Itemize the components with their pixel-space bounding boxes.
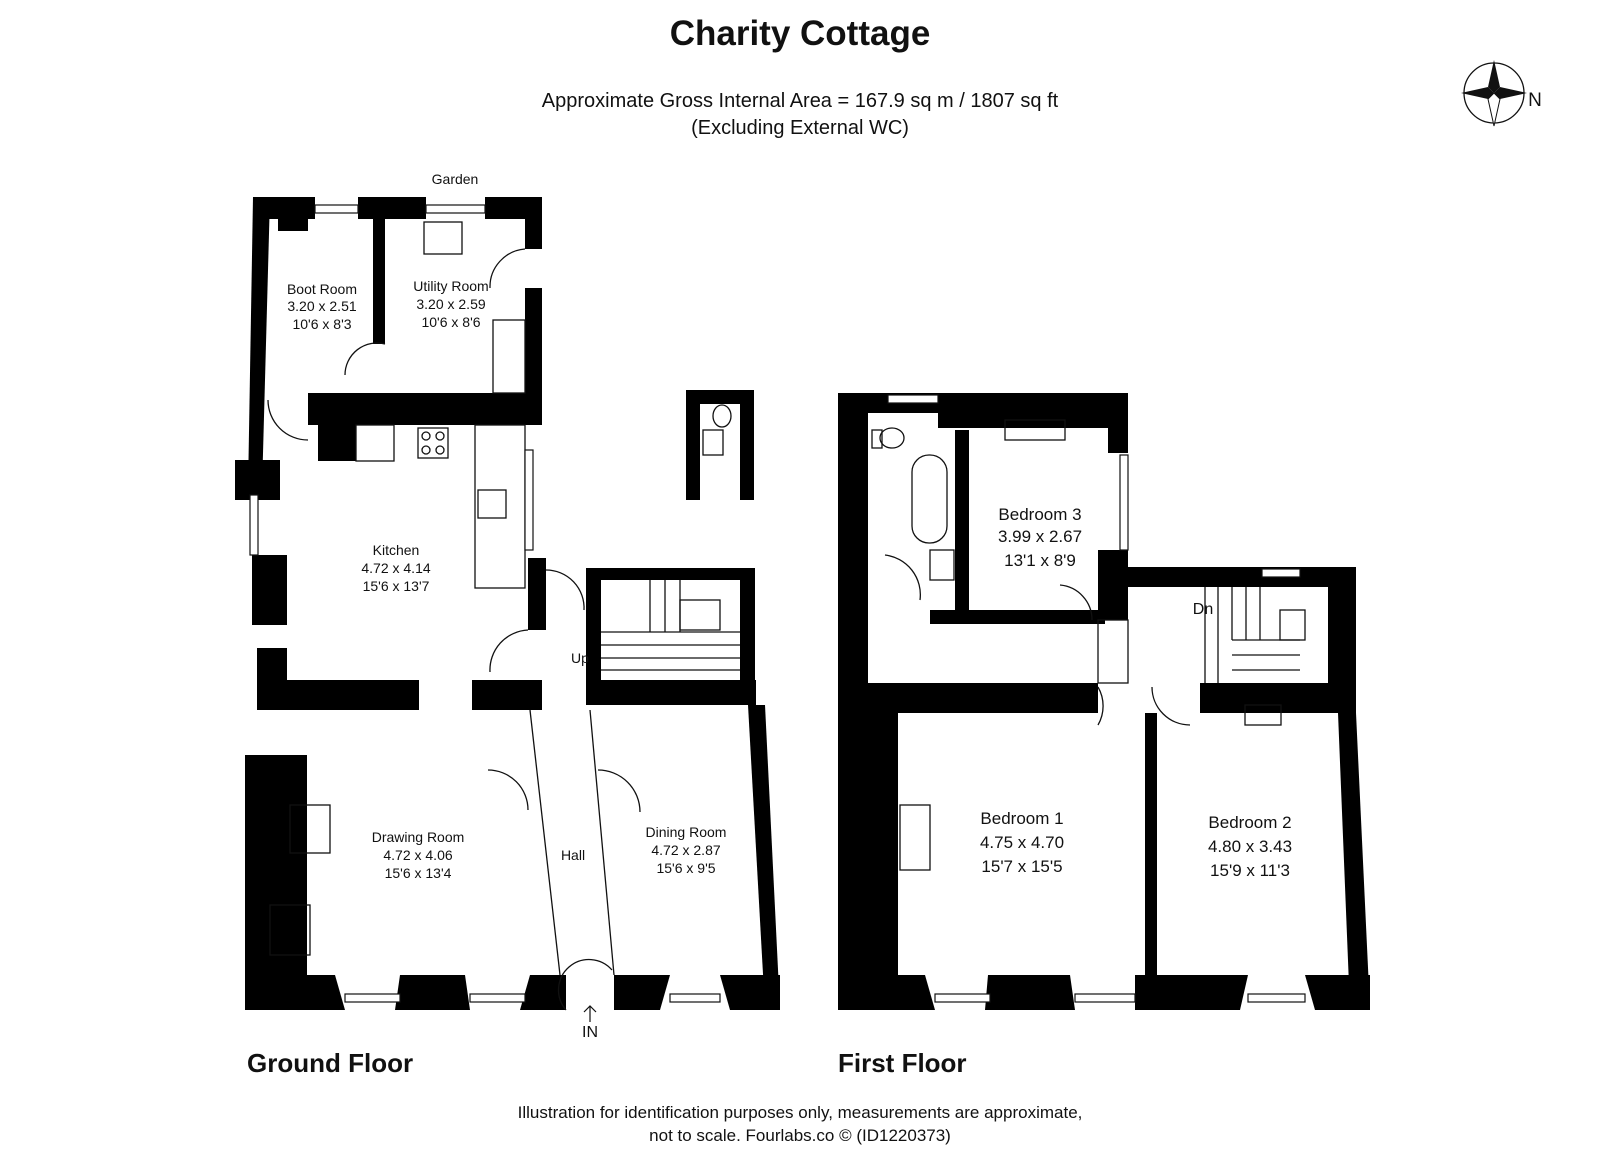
room-metric: 4.80 x 3.43 bbox=[1208, 837, 1292, 856]
room-name: Drawing Room bbox=[372, 829, 465, 845]
room-metric: 4.72 x 4.14 bbox=[361, 560, 430, 576]
room-imperial: 15'6 x 13'4 bbox=[385, 865, 452, 881]
room-name: Bedroom 1 bbox=[980, 809, 1063, 828]
disclaimer-line-2: not to scale. Fourlabs.co © (ID1220373) bbox=[649, 1126, 951, 1145]
first-floor-label: First Floor bbox=[838, 1048, 967, 1078]
room-bedroom-1: Bedroom 1 4.75 x 4.70 15'7 x 15'5 bbox=[980, 809, 1064, 876]
room-name: Kitchen bbox=[373, 542, 420, 558]
compass-north-label: N bbox=[1528, 90, 1542, 111]
garden-label: Garden bbox=[432, 171, 479, 187]
room-name: Bedroom 2 bbox=[1208, 813, 1291, 832]
room-imperial: 15'7 x 15'5 bbox=[981, 857, 1062, 876]
stairs-down-label: Dn bbox=[1193, 601, 1213, 618]
ground-floor-label: Ground Floor bbox=[247, 1048, 414, 1078]
room-imperial: 10'6 x 8'3 bbox=[292, 316, 351, 332]
room-bedroom-2: Bedroom 2 4.80 x 3.43 15'9 x 11'3 bbox=[1208, 813, 1292, 880]
room-metric: 3.99 x 2.67 bbox=[998, 527, 1082, 546]
room-boot-room: Boot Room 3.20 x 2.51 10'6 x 8'3 bbox=[287, 281, 357, 332]
first-floor-walls bbox=[838, 393, 1370, 1010]
room-metric: 4.72 x 4.06 bbox=[383, 847, 452, 863]
first-floor-fixtures bbox=[871, 394, 1306, 1003]
room-hall: Hall bbox=[561, 847, 585, 863]
area-note: (Excluding External WC) bbox=[691, 117, 909, 139]
area-summary: Approximate Gross Internal Area = 167.9 … bbox=[541, 90, 1059, 112]
room-drawing-room: Drawing Room 4.72 x 4.06 15'6 x 13'4 bbox=[372, 829, 465, 881]
room-metric: 3.20 x 2.59 bbox=[416, 296, 485, 312]
room-kitchen: Kitchen 4.72 x 4.14 15'6 x 13'7 bbox=[361, 542, 430, 594]
page-title: Charity Cottage bbox=[669, 14, 931, 53]
room-imperial: 15'9 x 11'3 bbox=[1210, 861, 1290, 880]
disclaimer-line-1: Illustration for identification purposes… bbox=[517, 1103, 1083, 1122]
room-name: Boot Room bbox=[287, 281, 357, 297]
room-imperial: 10'6 x 8'6 bbox=[421, 314, 480, 330]
room-bedroom-3: Bedroom 3 3.99 x 2.67 13'1 x 8'9 bbox=[998, 505, 1082, 570]
room-metric: 4.75 x 4.70 bbox=[980, 833, 1064, 852]
room-dining-room: Dining Room 4.72 x 2.87 15'6 x 9'5 bbox=[646, 824, 727, 876]
room-name: Dining Room bbox=[646, 824, 727, 840]
room-imperial: 15'6 x 9'5 bbox=[656, 860, 715, 876]
room-metric: 3.20 x 2.51 bbox=[287, 298, 356, 314]
entrance-label: IN bbox=[582, 1024, 598, 1041]
ground-floor-walls bbox=[235, 197, 780, 1010]
room-imperial: 13'1 x 8'9 bbox=[1004, 551, 1076, 570]
room-utility-room: Utility Room 3.20 x 2.59 10'6 x 8'6 bbox=[413, 278, 488, 330]
stairs-up-label: Up bbox=[571, 650, 589, 666]
ground-floor-fixtures bbox=[249, 204, 740, 1011]
room-name: Utility Room bbox=[413, 278, 488, 294]
room-metric: 4.72 x 2.87 bbox=[651, 842, 720, 858]
room-imperial: 15'6 x 13'7 bbox=[363, 578, 430, 594]
room-name: Bedroom 3 bbox=[998, 505, 1081, 524]
compass-rose-icon bbox=[1461, 60, 1527, 127]
entrance-arrow-icon bbox=[583, 1005, 597, 1022]
